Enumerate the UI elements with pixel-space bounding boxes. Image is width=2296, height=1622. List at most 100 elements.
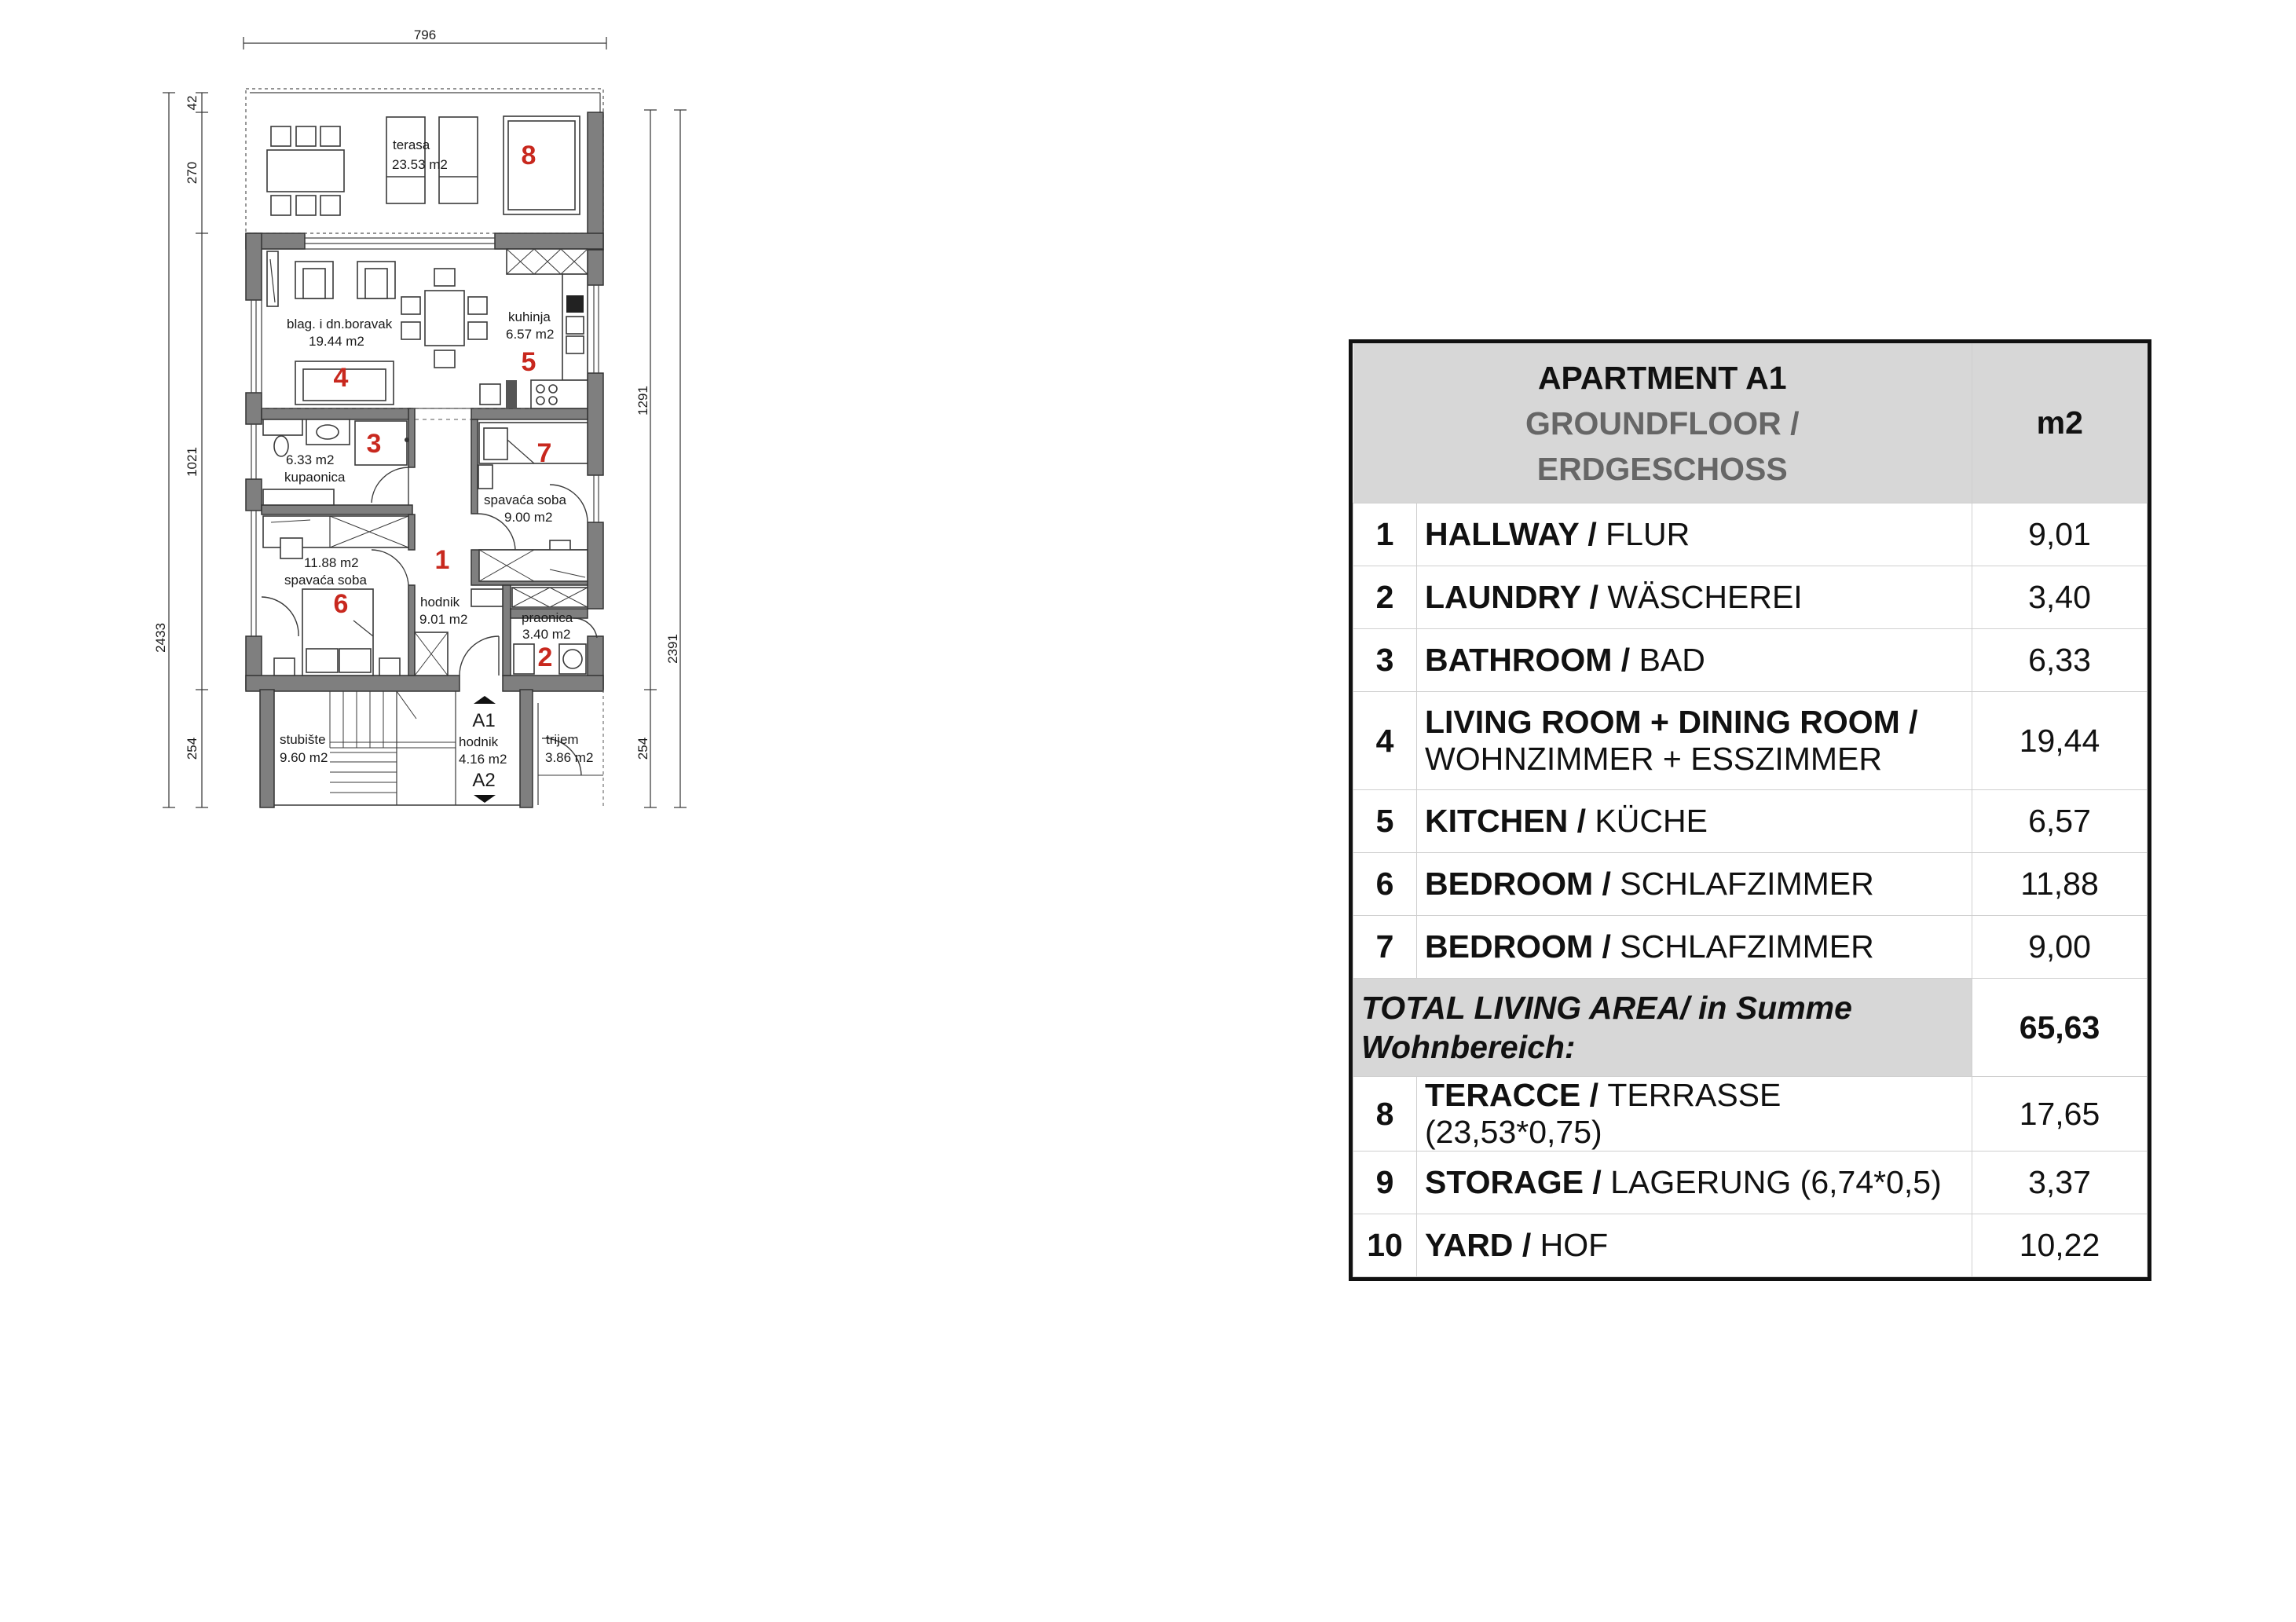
living-kitchen: blag. i dn.boravak 19.44 m2 4 kuhinja 6.…	[261, 248, 588, 409]
bedroom-6: 11.88 m2 spavaća soba 6	[261, 515, 409, 676]
stair-area: 9.60 m2	[280, 750, 328, 765]
total-label-line2: Wohnbereich:	[1361, 1029, 1576, 1065]
row-value: 6,57	[1972, 789, 2148, 853]
room-area-kitchen: 6.57 m2	[506, 327, 554, 342]
room-number-5: 5	[522, 347, 536, 377]
row-label-en: BEDROOM	[1425, 866, 1594, 902]
row-label-en: YARD	[1425, 1227, 1514, 1263]
dim-left-seg-apartment: 1021	[185, 447, 200, 477]
terrace: terasa 23.53 m2 8	[245, 88, 604, 234]
row-value: 17,65	[1972, 1076, 2148, 1152]
room-area-living: 19.44 m2	[309, 334, 364, 349]
row-label: HALLWAY / FLUR	[1416, 503, 1972, 566]
row-label-de: WOHNZIMMER + ESSZIMMER	[1425, 741, 1882, 777]
row-label-sep: /	[1568, 803, 1595, 839]
row-label-de: KÜCHE	[1595, 803, 1708, 839]
laundry: praonica 3.40 m2 2	[511, 587, 598, 675]
dim-top-width: 796	[414, 27, 436, 42]
row-label-sep: /	[1593, 928, 1620, 965]
row-value: 6,33	[1972, 628, 2148, 692]
room-label-living: blag. i dn.boravak	[287, 317, 393, 331]
row-value: 3,37	[1972, 1151, 2148, 1214]
row-label-sep: /	[1899, 704, 1918, 740]
row-value: 19,44	[1972, 691, 2148, 790]
room-label-bathroom: kupaonica	[284, 470, 346, 485]
room-label-terrace: terasa	[393, 137, 430, 152]
dim-right-seg-apartment: 1291	[635, 386, 650, 416]
row-number: 10	[1353, 1214, 1417, 1277]
row-label-sep: /	[1580, 579, 1608, 615]
row-number: 9	[1353, 1151, 1417, 1214]
row-number: 6	[1353, 852, 1417, 916]
row-label-sep: /	[1584, 1164, 1611, 1200]
unit-label-a1: A1	[472, 710, 495, 731]
total-label-line1: TOTAL LIVING AREA/ in Summe	[1361, 990, 1852, 1026]
dim-left-seg-stair: 254	[185, 738, 200, 760]
row-label-sep: /	[1593, 866, 1620, 902]
row-label-en: BEDROOM	[1425, 928, 1594, 965]
row-label-en: TERACCE	[1425, 1077, 1581, 1113]
room-area-bedroom-7: 9.00 m2	[504, 510, 552, 525]
row-number: 4	[1353, 691, 1417, 790]
entry-hall-label: hodnik	[459, 734, 499, 749]
row-label: BEDROOM / SCHLAFZIMMER	[1416, 915, 1972, 979]
table-header-row: APARTMENT A1 GROUNDFLOOR / ERDGESCHOSS m…	[1353, 343, 2148, 503]
row-label-sep: /	[1578, 516, 1606, 552]
row-number: 5	[1353, 789, 1417, 853]
row-number: 3	[1353, 628, 1417, 692]
row-value: 11,88	[1972, 852, 2148, 916]
row-label-de: WÄSCHEREI	[1607, 579, 1803, 615]
total-label: TOTAL LIVING AREA/ in Summe Wohnbereich:	[1353, 978, 1972, 1077]
row-value: 3,40	[1972, 566, 2148, 629]
bedroom-7: spavaća soba 9.00 m2 7	[477, 422, 588, 582]
row-value: 10,22	[1972, 1214, 2148, 1277]
row-number: 2	[1353, 566, 1417, 629]
row-label-sep: /	[1612, 642, 1639, 678]
dim-right-total: 2391	[665, 634, 680, 664]
row-label: BEDROOM / SCHLAFZIMMER	[1416, 852, 1972, 916]
row-value: 9,01	[1972, 503, 2148, 566]
room-label-bedroom-7: spavaća soba	[484, 492, 566, 507]
row-label-de: FLUR	[1606, 516, 1690, 552]
entry-hall-area: 4.16 m2	[459, 752, 507, 767]
table-title: APARTMENT A1	[1537, 359, 1787, 396]
room-label-laundry: praonica	[522, 610, 573, 625]
room-number-8: 8	[522, 141, 536, 170]
room-label-hallway: hodnik	[420, 595, 460, 610]
room-area-bathroom: 6.33 m2	[286, 452, 334, 467]
bathroom: 6.33 m2 kupaonica 3	[262, 419, 409, 506]
dim-right-seg-entry: 254	[635, 738, 650, 760]
hallway: hodnik 9.01 m2 1	[414, 419, 504, 676]
row-label: BATHROOM / BAD	[1416, 628, 1972, 692]
room-number-3: 3	[367, 429, 382, 459]
row-label-de: HOF	[1540, 1227, 1609, 1263]
stair-label: stubište	[280, 732, 326, 747]
room-area-laundry: 3.40 m2	[522, 627, 570, 642]
row-label: LIVING ROOM + DINING ROOM / WOHNZIMMER + …	[1416, 691, 1972, 790]
room-number-6: 6	[334, 589, 349, 619]
row-label-de: BAD	[1639, 642, 1705, 678]
unit-label-a2: A2	[472, 770, 495, 791]
table-title-cell: APARTMENT A1 GROUNDFLOOR / ERDGESCHOSS	[1353, 343, 1972, 503]
dimension-lines: 796 2433 42 270 1021 254 1291 254 2391	[153, 27, 687, 808]
row-label-sep: /	[1580, 1077, 1608, 1113]
area-table: APARTMENT A1 GROUNDFLOOR / ERDGESCHOSS m…	[1349, 339, 2151, 1281]
row-label-de: SCHLAFZIMMER	[1620, 866, 1874, 902]
room-number-4: 4	[334, 363, 349, 393]
porch-label: trijem	[546, 732, 579, 747]
table-unit-header: m2	[1972, 343, 2148, 503]
row-label-en: LIVING ROOM + DINING ROOM	[1425, 704, 1900, 740]
row-label-sep: /	[1513, 1227, 1540, 1263]
room-area-hallway: 9.01 m2	[419, 612, 467, 627]
row-number: 7	[1353, 915, 1417, 979]
stairwell: stubište 9.60 m2 A1 hodnik 4.16 m2 A2 tr…	[274, 690, 604, 807]
room-number-7: 7	[537, 438, 552, 468]
